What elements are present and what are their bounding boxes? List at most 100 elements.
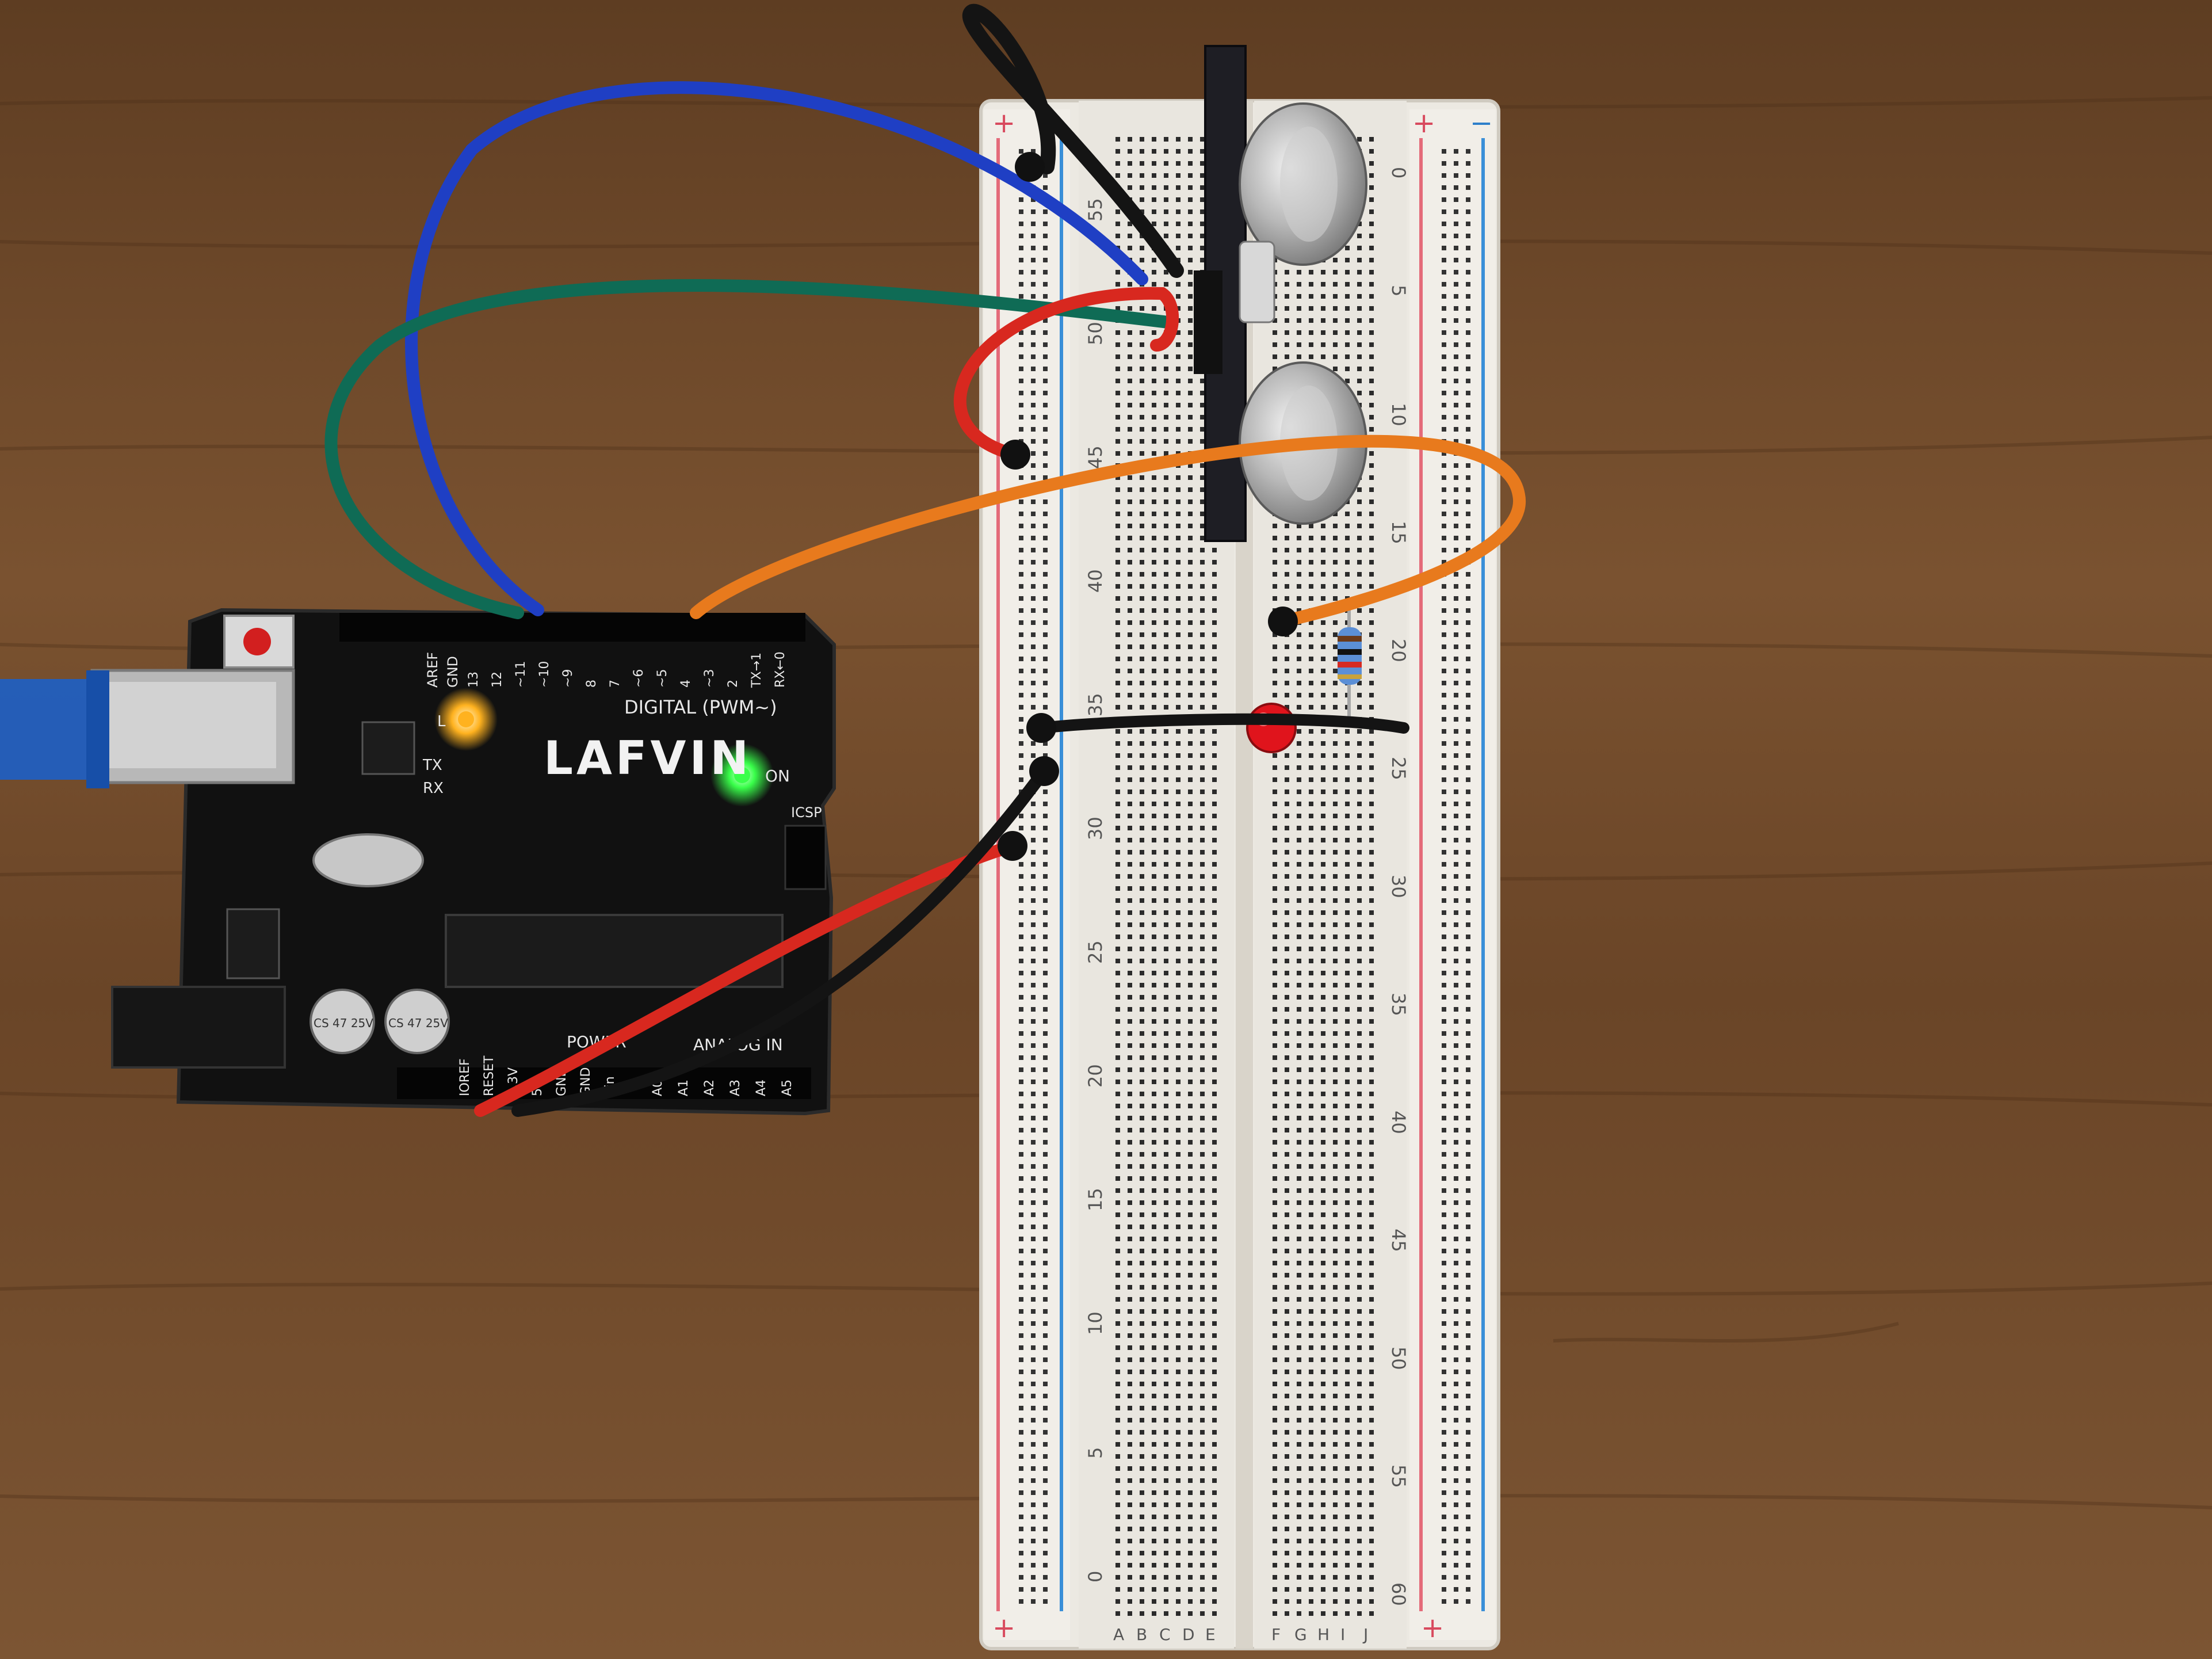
rx-label: RX: [423, 780, 444, 797]
column-number-right: 55: [1388, 1465, 1409, 1488]
digital-pwm-label: DIGITAL (PWM~): [624, 696, 777, 718]
sensor-crystal: [1239, 241, 1275, 323]
row-letter-right: J: [1362, 1625, 1368, 1644]
digital-pin-label: RX←0: [773, 651, 788, 688]
digital-header: [339, 613, 805, 642]
usb-cable-plug: [86, 670, 109, 788]
resistor: [1338, 610, 1362, 719]
column-number-left: 55: [1084, 198, 1106, 222]
wire-plugs: [998, 152, 1298, 861]
analog-pin-label: A1: [677, 1080, 691, 1096]
reset-button-cap[interactable]: [243, 628, 271, 655]
aref-label: AREF: [425, 652, 441, 688]
row-letter-left: B: [1136, 1625, 1147, 1644]
digital-pin-label: ~5: [655, 669, 670, 688]
row-letter-right: I: [1340, 1625, 1345, 1644]
digital-pin-label: ~3: [702, 669, 717, 688]
terminal-holes-left: [1110, 132, 1220, 1617]
reset-button[interactable]: [223, 615, 295, 669]
plug-rail-red-mid: [1000, 440, 1030, 470]
row-letter-left: D: [1182, 1625, 1195, 1644]
row-letter-left: A: [1113, 1625, 1124, 1644]
resistor-band-3: [1338, 662, 1362, 668]
left-rail-plus-bottom: +: [992, 1612, 1015, 1644]
sensor-header-pins: [1194, 270, 1222, 374]
right-rail-minus-top: −: [1470, 107, 1493, 139]
crystal-oscillator: [312, 833, 424, 887]
analog-pin-label: A4: [754, 1080, 769, 1096]
power-pin-label: IOREF: [458, 1058, 472, 1096]
digital-pin-label: TX→1: [750, 653, 764, 688]
column-number-left: 50: [1084, 322, 1106, 345]
red-wire-sensor: [953, 287, 1179, 461]
row-letter-right: H: [1317, 1625, 1330, 1644]
column-number-right: 20: [1388, 639, 1409, 662]
red-wire-5v: [474, 840, 1019, 1117]
black-wire-gnd: [511, 765, 1050, 1117]
digital-pin-label: 2: [726, 680, 740, 688]
column-number-right: 30: [1388, 875, 1409, 898]
orange-wire: [690, 434, 1526, 628]
analog-pin-label: A3: [728, 1080, 743, 1096]
tx-label: TX: [422, 757, 442, 774]
analog-pin-label: A2: [702, 1080, 717, 1096]
plug-led-black: [1026, 713, 1056, 743]
plug-rail-black-top: [1015, 152, 1045, 182]
arduino-board: CS 47 25V CS 47 25V LAFVIN DIGITAL (PWM~…: [90, 608, 836, 1116]
column-number-left: 45: [1084, 445, 1106, 469]
column-number-left: 35: [1084, 693, 1106, 716]
digital-pin-label: 7: [608, 680, 622, 688]
row-letter-left: C: [1159, 1625, 1171, 1644]
right-rail-plus-bottom: +: [1421, 1612, 1444, 1644]
power-led: [734, 767, 750, 783]
green-wire: [324, 279, 1174, 619]
usb-controller-chip: [361, 721, 415, 775]
terminal-holes-right: [1266, 132, 1375, 1617]
column-number-left: 25: [1084, 940, 1106, 964]
on-label: ON: [765, 766, 790, 785]
column-number-right: 5: [1388, 285, 1409, 296]
column-number-left: 10: [1084, 1311, 1106, 1335]
column-number-right: 45: [1388, 1229, 1409, 1252]
row-letter-left: E: [1205, 1625, 1216, 1644]
red-led-dome: [1246, 703, 1297, 753]
column-number-right: 10: [1388, 403, 1409, 426]
l-led: [458, 711, 474, 727]
l-label: L: [437, 713, 446, 730]
resistor-band-4: [1338, 674, 1362, 679]
usb-port-inner: [104, 682, 276, 768]
left-rail-plus-top: +: [992, 107, 1015, 139]
digital-pin-label: 8: [584, 680, 599, 688]
right-rail-plus-top: +: [1412, 107, 1435, 139]
left-rail-holes: [1011, 144, 1052, 1605]
plug-rail-red-low: [998, 831, 1027, 861]
column-number-right: 60: [1388, 1582, 1409, 1606]
black-wire-led: [1036, 713, 1409, 734]
digital-pin-label: 4: [679, 680, 693, 688]
red-led: [1246, 703, 1297, 753]
row-letter-right: F: [1271, 1625, 1281, 1644]
icsp-header: [784, 825, 827, 890]
column-number-left: 20: [1084, 1064, 1106, 1088]
column-number-left: 15: [1084, 1188, 1106, 1211]
analog-pin-label: A5: [780, 1080, 794, 1096]
power-jack: [111, 986, 286, 1069]
plug-rail-black-low: [1029, 756, 1059, 786]
usb-cable: [0, 670, 109, 788]
column-number-right: 25: [1388, 757, 1409, 780]
column-number-right: 50: [1388, 1347, 1409, 1370]
capacitor-1-label: CS 47 25V: [314, 1016, 373, 1030]
capacitor-2: [384, 989, 450, 1054]
column-number-right: 35: [1388, 993, 1409, 1016]
column-number-right: 40: [1388, 1111, 1409, 1134]
digital-pin-label: 12: [490, 672, 505, 688]
column-number-right: 15: [1388, 521, 1409, 544]
power-pin-label: RESET: [482, 1055, 496, 1096]
